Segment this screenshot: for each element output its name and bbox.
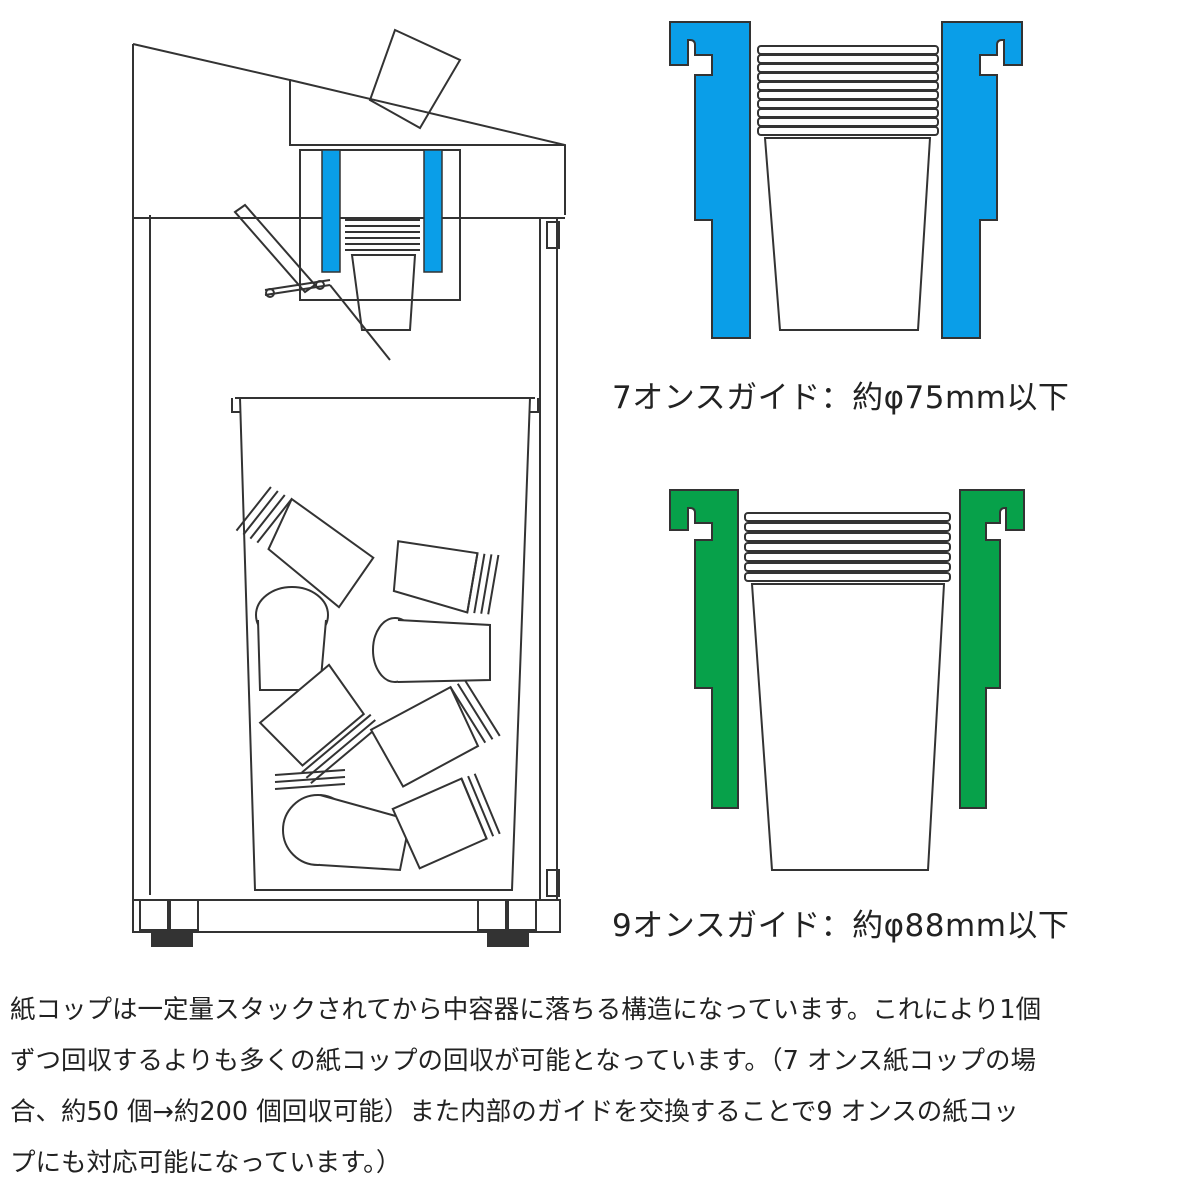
description-line: 紙コップは一定量スタックされてから中容器に落ちる構造になっています。これにより1… [10,995,1042,1025]
description-line: プにも対応可能になっています。） [10,1148,402,1178]
falling-cup-top [368,28,462,130]
guide-7oz-illustration [669,21,1023,339]
guide-7oz-cup [763,137,932,331]
foot-right [487,931,529,947]
guide-9oz-caption: 9オンスガイド：約φ88mm以下 [612,908,1070,944]
machine-cross-section [132,28,566,947]
chute-cup [350,254,417,331]
guide-9oz-cup [750,583,946,871]
description-line: ずつ回収するよりも多くの紙コップの回収が可能となっています。（7 オンス紙コップ… [10,1046,1036,1076]
machine-guide-left [321,149,341,273]
guide-9oz-right-bracket [959,489,1025,809]
machine-top-slope [132,44,151,219]
guide-9oz-illustration [669,489,1025,871]
guide-7oz-left-bracket [669,21,751,339]
guide-7oz-right-bracket [941,21,1023,339]
guide-9oz-left-bracket [669,489,739,809]
description-text: 紙コップは一定量スタックされてから中容器に落ちる構造になっています。これにより1… [10,985,1190,1189]
description-line: 合、約50 個→約200 個回収可能）また内部のガイドを交換することで9 オンス… [10,1097,1019,1127]
machine-guide-right [423,149,443,273]
guide-7oz-caption: 7オンスガイド：約φ75mm以下 [612,380,1070,416]
inner-container [235,397,535,891]
foot-left [151,931,193,947]
machine-base [132,899,561,933]
